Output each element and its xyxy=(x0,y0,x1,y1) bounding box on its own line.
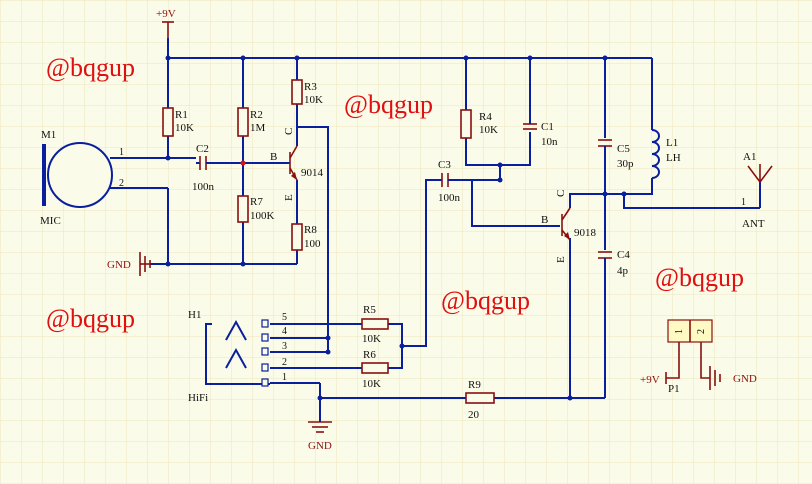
jack-pin-4: 4 xyxy=(282,326,287,337)
inductor-l1: L1 LH xyxy=(651,129,681,179)
q1-collector-label: C xyxy=(283,128,295,135)
capacitor-c3: C3 100n xyxy=(438,159,461,204)
r4-value: 10K xyxy=(479,124,498,136)
r6-value: 10K xyxy=(362,378,381,390)
r9-value: 20 xyxy=(468,409,480,421)
jack-pin-5: 5 xyxy=(282,312,287,323)
r1-value: 10K xyxy=(175,122,194,134)
resistor-r5: R5 10K xyxy=(361,304,389,345)
c3-value: 100n xyxy=(438,192,461,204)
resistor-r7: R7 100K xyxy=(237,195,275,223)
c3-ref: C3 xyxy=(438,159,451,171)
mic-name: MIC xyxy=(40,215,61,227)
transistor-q2: B C E 9018 xyxy=(541,190,597,263)
c4-ref: C4 xyxy=(617,249,630,261)
antenna-a1: A1 ANT 1 xyxy=(741,151,773,230)
c4-value: 4p xyxy=(617,265,629,277)
connector-p1: 1 2 +9V GND P1 xyxy=(640,319,757,395)
r5-value: 10K xyxy=(362,333,381,345)
watermark-1: @bqgup xyxy=(46,53,135,82)
r5-ref: R5 xyxy=(363,304,376,316)
r7-ref: R7 xyxy=(250,196,263,208)
audio-jack-h1: H1 HiFi 5 4 3 2 1 xyxy=(188,309,287,404)
q2-emitter-label: E xyxy=(555,256,567,263)
resistor-r8: R8 100 xyxy=(291,223,321,251)
r9-ref: R9 xyxy=(468,379,481,391)
junctions xyxy=(165,55,627,401)
r3-value: 10K xyxy=(304,94,323,106)
c1-ref: C1 xyxy=(541,121,554,133)
jack-pin-2: 2 xyxy=(282,357,287,368)
watermark-5: @bqgup xyxy=(655,263,744,292)
q2-part: 9018 xyxy=(574,227,597,239)
r1-ref: R1 xyxy=(175,109,188,121)
vcc-symbol: +9V xyxy=(156,8,176,38)
l1-ref: L1 xyxy=(666,137,678,149)
jack-pin-3: 3 xyxy=(282,341,287,352)
capacitor-c4: C4 4p xyxy=(598,249,630,277)
r7-value: 100K xyxy=(250,210,275,222)
resistor-r4: R4 10K xyxy=(460,109,498,139)
q2-base-label: B xyxy=(541,214,548,226)
p1-pin2: 2 xyxy=(696,329,707,334)
resistor-r9: R9 20 xyxy=(465,379,495,421)
resistor-r3: R3 10K xyxy=(291,79,323,106)
antenna-name: ANT xyxy=(742,218,765,230)
q1-base-label: B xyxy=(270,151,277,163)
resistor-r6: R6 10K xyxy=(361,349,389,390)
r2-value: 1M xyxy=(250,122,266,134)
jack-name: HiFi xyxy=(188,392,208,404)
p1-ref: P1 xyxy=(668,383,680,395)
vcc-label: +9V xyxy=(156,8,176,20)
antenna-ref: A1 xyxy=(743,151,756,163)
p1-vcc-label: +9V xyxy=(640,374,660,386)
r8-value: 100 xyxy=(304,238,321,250)
c5-ref: C5 xyxy=(617,143,630,155)
resistor-r1: R1 10K xyxy=(162,107,194,137)
c2-value: 100n xyxy=(192,181,215,193)
r6-ref: R6 xyxy=(363,349,376,361)
antenna-pin: 1 xyxy=(741,197,746,208)
c1-value: 10n xyxy=(541,136,558,148)
capacitor-c2: C2 100n xyxy=(192,143,215,193)
ground-symbol-left: GND xyxy=(107,252,151,276)
q2-collector-label: C xyxy=(555,190,567,197)
capacitor-c1: C1 10n xyxy=(523,118,558,148)
q1-part: 9014 xyxy=(301,167,324,179)
jack-ref: H1 xyxy=(188,309,201,321)
mic-pin1: 1 xyxy=(119,147,124,158)
q1-emitter-label: E xyxy=(283,194,295,201)
mic-pin2: 2 xyxy=(119,178,124,189)
c2-ref: C2 xyxy=(196,143,209,155)
microphone-m1: M1 MIC 1 2 xyxy=(40,129,124,227)
r4-ref: R4 xyxy=(479,111,492,123)
ground-symbol-bottom: GND xyxy=(308,421,332,452)
r2-ref: R2 xyxy=(250,109,263,121)
r3-ref: R3 xyxy=(304,81,317,93)
resistor-r2: R2 1M xyxy=(237,107,266,137)
p1-pin1: 1 xyxy=(674,329,685,334)
watermark-3: @bqgup xyxy=(46,304,135,333)
gnd-left-label: GND xyxy=(107,259,131,271)
gnd-bottom-label: GND xyxy=(308,440,332,452)
transistor-q1: B C E 9014 xyxy=(270,127,324,201)
l1-value: LH xyxy=(666,152,681,164)
capacitor-c5: C5 30p xyxy=(598,139,634,170)
c5-value: 30p xyxy=(617,158,634,170)
watermark-4: @bqgup xyxy=(441,286,530,315)
jack-pin-1: 1 xyxy=(282,372,287,383)
r8-ref: R8 xyxy=(304,224,317,236)
p1-gnd-label: GND xyxy=(733,373,757,385)
watermark-2: @bqgup xyxy=(344,90,433,119)
mic-ref: M1 xyxy=(41,129,56,141)
